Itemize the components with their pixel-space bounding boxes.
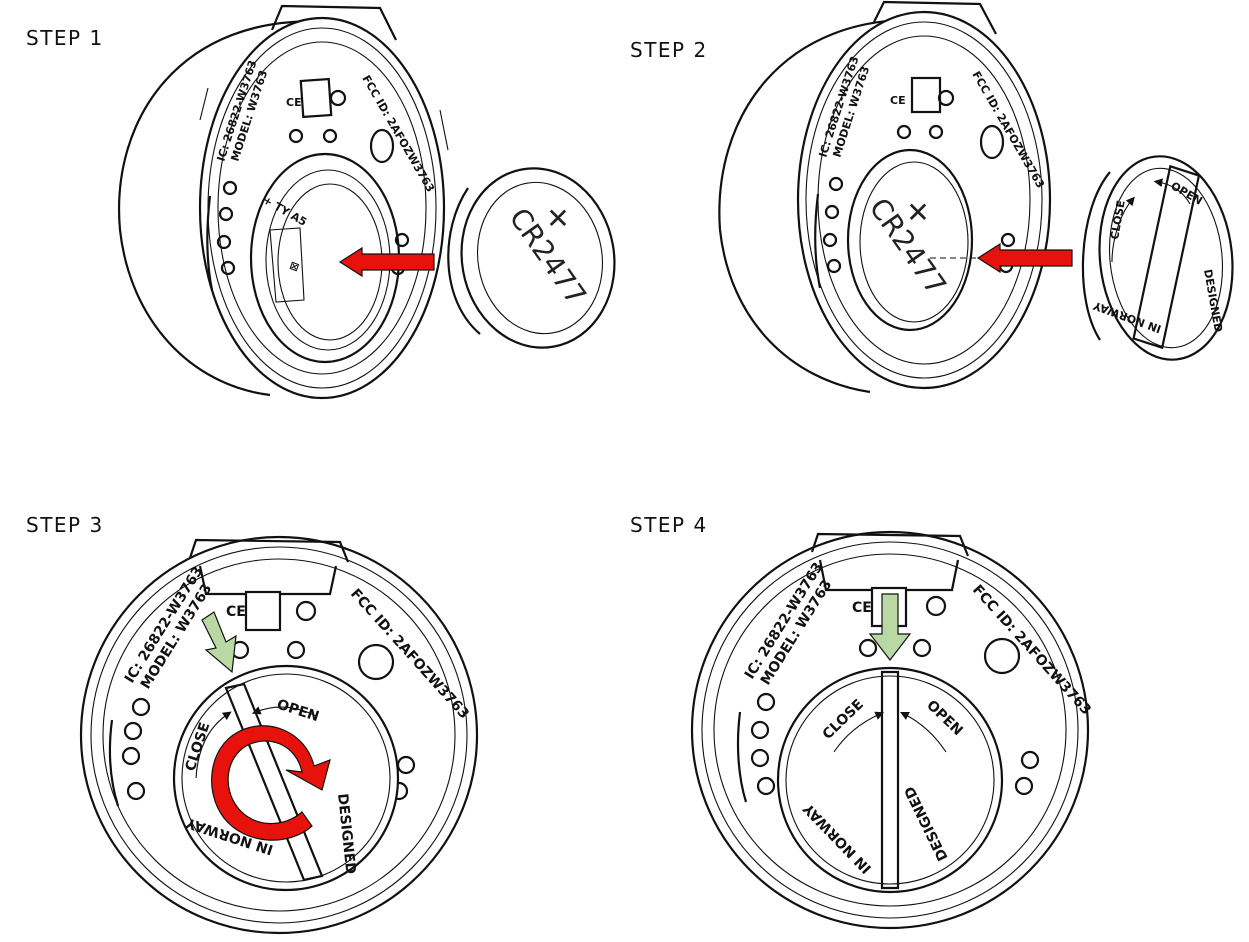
svg-text:⊠: ⊠ xyxy=(287,260,302,273)
ce-mark: CE xyxy=(852,600,872,616)
ce-mark: CE xyxy=(890,94,906,107)
step-4-label: STEP 4 xyxy=(630,513,708,537)
align-arrow xyxy=(868,593,912,661)
coin-battery: ✕ CR2477 xyxy=(447,167,616,349)
ce-mark: CE xyxy=(286,96,302,109)
step-1-label: STEP 1 xyxy=(26,26,104,50)
battery-well: + TY A5 ⊠ xyxy=(249,152,401,364)
step-2-figure: ✕ CR2477 CE IC: 26822-W3763 MODEL: W3763… xyxy=(718,0,1234,394)
insert-battery-arrow xyxy=(338,246,435,278)
battery-cover: CLOSE OPEN DESIGNED IN NORWAY xyxy=(776,666,1004,894)
rotate-cover-arrow xyxy=(211,725,331,841)
insert-battery-arrow xyxy=(976,242,1073,274)
step-2-label: STEP 2 xyxy=(630,38,708,62)
ce-mark: CE xyxy=(226,604,246,620)
step-3-label: STEP 3 xyxy=(26,513,104,537)
battery-cover: CLOSE OPEN DESIGNED IN NORWAY xyxy=(172,664,400,892)
battery-mark: ✕ xyxy=(906,196,929,229)
step-3-figure: CE IC: 26822-W3763 MODEL: W3763 FCC ID: … xyxy=(79,535,479,935)
battery-mark: ✕ xyxy=(546,202,569,235)
step-1-figure: + TY A5 ⊠ CE IC: 26822-W3763 MODEL: W376… xyxy=(118,4,616,400)
align-arrow xyxy=(201,611,237,674)
inserted-battery: ✕ CR2477 xyxy=(846,148,990,332)
step-4-figure: CE IC: 26822-W3763 MODEL: W3763 FCC ID: … xyxy=(690,530,1094,930)
battery-cover: CLOSE OPEN DESIGNED IN NORWAY xyxy=(1081,155,1234,361)
